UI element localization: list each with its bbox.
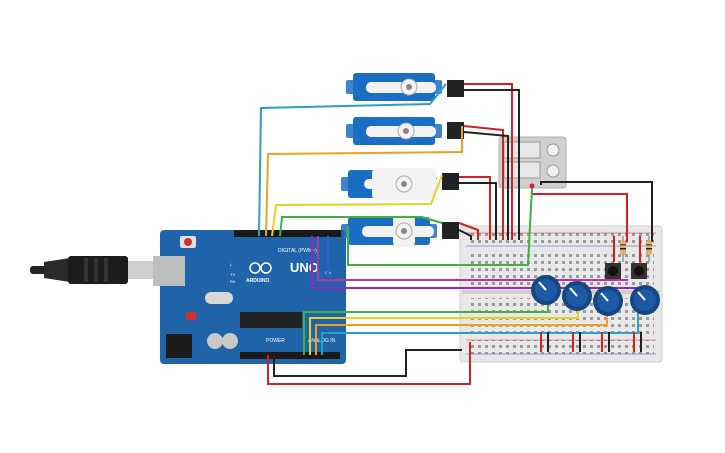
wire-servo4-signal-green <box>279 216 443 237</box>
button-2[interactable] <box>631 263 647 279</box>
pot-1[interactable] <box>531 275 561 305</box>
pot-3[interactable] <box>593 286 623 316</box>
usb-port <box>153 256 185 286</box>
wire-arduino-relay-green <box>347 187 533 266</box>
servo-1 <box>346 73 464 101</box>
servo-3-connector <box>442 173 459 190</box>
power-analog-header <box>240 352 340 359</box>
wire-magenta <box>317 236 628 281</box>
servo-2 <box>346 117 464 145</box>
wire-analog-blue <box>321 304 639 355</box>
wire-relay-black <box>540 181 653 242</box>
l-label: L <box>230 262 233 267</box>
power-label: POWER <box>266 338 285 344</box>
wire-servo2-signal-orange <box>265 126 463 237</box>
wire-analog-green <box>303 304 549 355</box>
servo-3 <box>341 168 459 200</box>
digital-header <box>234 230 344 237</box>
servo-4-connector <box>442 222 459 239</box>
wire-power-red <box>267 342 471 385</box>
relay <box>498 136 567 189</box>
wire-servo1-signal-cyan <box>258 83 447 237</box>
wire-servo-power-red <box>458 83 513 240</box>
breadboard <box>459 225 663 363</box>
wire-analog-yellow <box>309 304 579 355</box>
wire-blue-arduino <box>327 236 332 277</box>
servo-2-connector <box>447 122 464 139</box>
button-1[interactable] <box>605 263 621 279</box>
model-label: UNO <box>290 260 319 275</box>
breadboard-jumpers <box>540 236 642 352</box>
rx-label: RX <box>230 279 236 284</box>
arduino-logo-icon <box>249 262 272 274</box>
digital-label: DIGITAL (PWM~) <box>278 248 317 254</box>
atmega-chip <box>240 312 302 328</box>
usb-cable <box>30 256 156 284</box>
brand-label: ARDUINO <box>246 278 269 284</box>
servo-4 <box>341 215 459 247</box>
servo-1-connector <box>447 80 464 97</box>
wire-power-black <box>273 349 462 377</box>
pot-2[interactable] <box>562 281 592 311</box>
board-pcb <box>160 230 346 364</box>
power-jack <box>166 334 192 358</box>
wire-servo3-signal-yellow <box>271 174 443 237</box>
tx-label: TX <box>230 272 235 277</box>
resistor-1 <box>620 236 626 262</box>
pot-4[interactable] <box>630 285 660 315</box>
wire-servo-ground-black <box>458 89 520 240</box>
resistor-2 <box>646 236 652 262</box>
